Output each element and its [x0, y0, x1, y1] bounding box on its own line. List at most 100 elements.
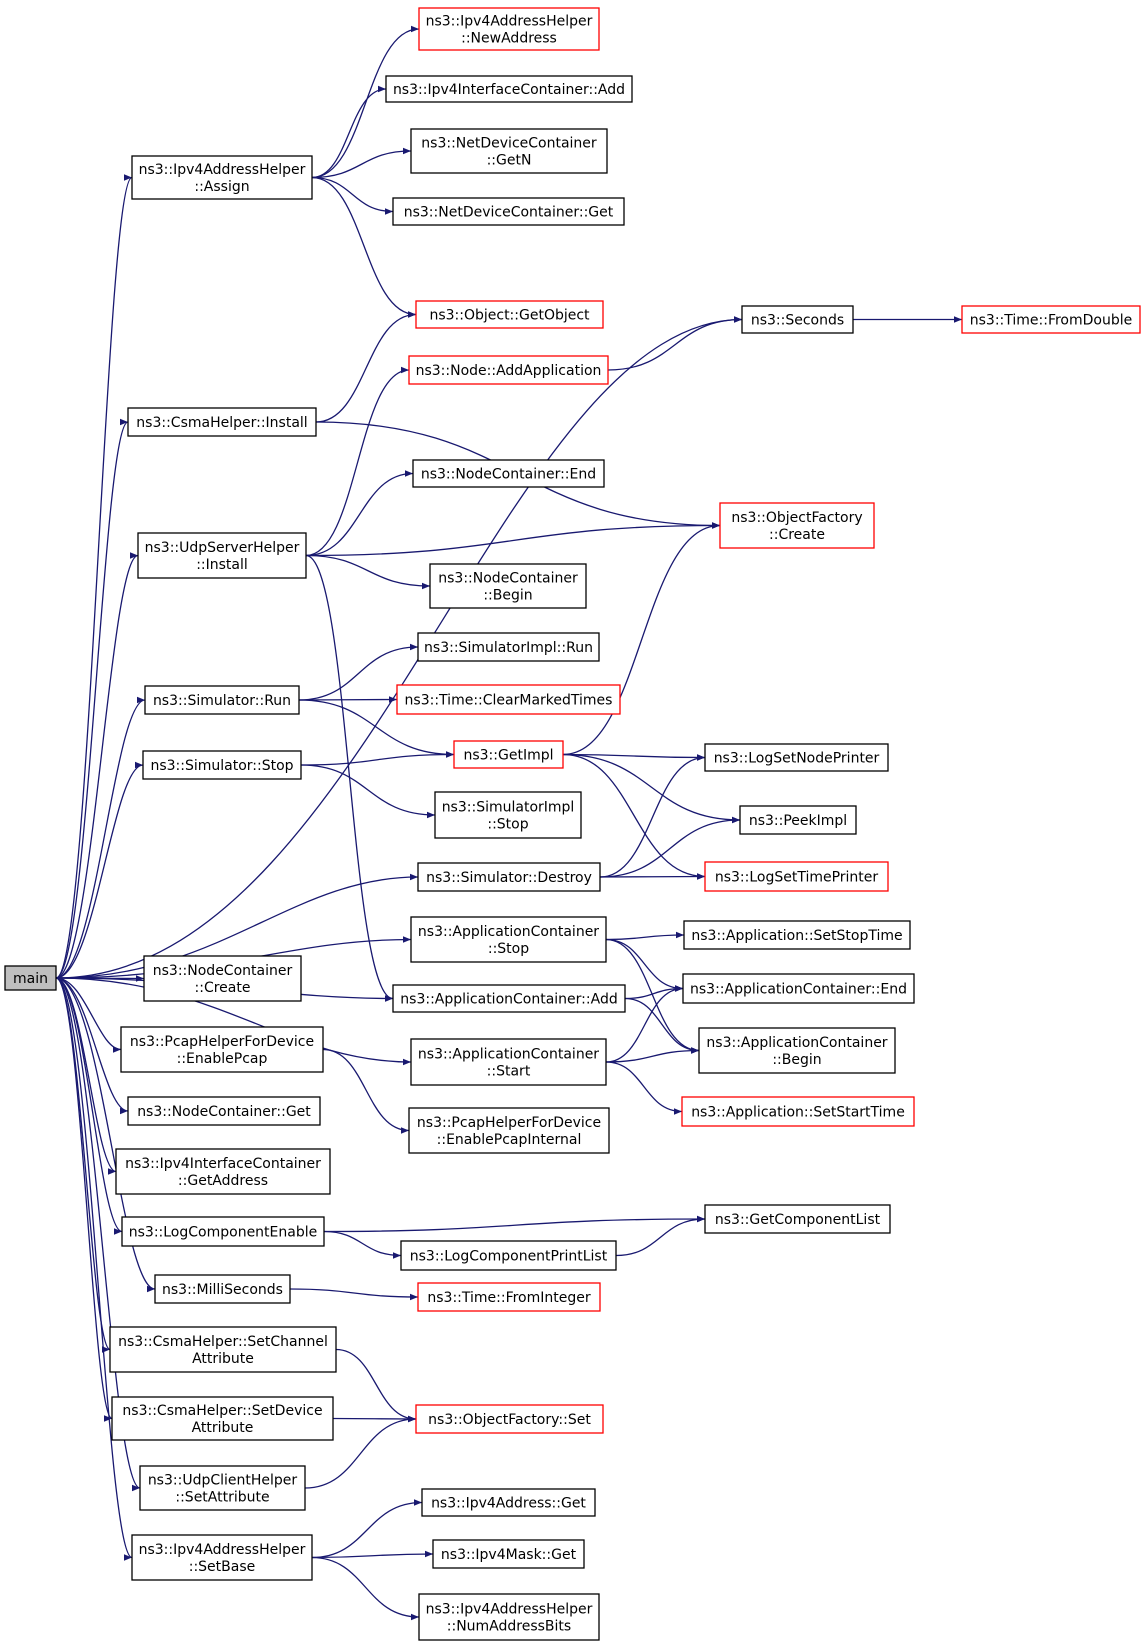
node-sim_destroy[interactable]: ns3::Simulator::Destroy — [417, 862, 601, 892]
node-box-logcomponentprintlist — [400, 1240, 617, 1271]
node-seconds[interactable]: ns3::Seconds — [741, 305, 854, 334]
node-ipv4address_get[interactable]: ns3::Ipv4Address::Get — [421, 1488, 596, 1517]
edge-main-to-milliseconds — [55, 977, 156, 1293]
edge-main-to-sim_stop — [55, 761, 144, 979]
edge-appc_stop-to-appc_begin — [605, 938, 700, 1054]
edge-ipv4ah_assign-to-ipv4ah_newaddress — [311, 25, 420, 179]
node-label-pcap_enable-1: ::EnablePcap — [177, 1051, 268, 1067]
node-box-ipv4ic_add — [385, 75, 633, 103]
node-box-nc_end — [412, 459, 605, 488]
node-label-getimpl-0: ns3::GetImpl — [463, 748, 553, 764]
node-ndc_getn[interactable]: ns3::NetDeviceContainer::GetN — [410, 128, 608, 174]
node-nc_get[interactable]: ns3::NodeContainer::Get — [127, 1096, 321, 1126]
node-logsettimeprinter[interactable]: ns3::LogSetTimePrinter — [704, 861, 889, 892]
node-node_addapplication[interactable]: ns3::Node::AddApplication — [408, 355, 609, 385]
node-label-appc_stop-0: ns3::ApplicationContainer — [418, 924, 599, 940]
node-box-ipv4address_get — [421, 1488, 596, 1517]
node-appc_start[interactable]: ns3::ApplicationContainer::Start — [410, 1038, 607, 1086]
node-pcap_internal[interactable]: ns3::PcapHelperForDevice::EnablePcapInte… — [408, 1107, 610, 1154]
node-label-ipv4ah_setbase-0: ns3::Ipv4AddressHelper — [139, 1542, 306, 1558]
node-sim_stop[interactable]: ns3::Simulator::Stop — [142, 750, 302, 780]
node-time_clearmarked[interactable]: ns3::Time::ClearMarkedTimes — [396, 684, 621, 715]
node-milliseconds[interactable]: ns3::MilliSeconds — [154, 1274, 291, 1304]
node-box-logsetnodeprinter — [704, 743, 889, 772]
edge-sim_stop-to-simimpl_stop — [300, 764, 436, 819]
node-label-appc_stop-1: ::Stop — [488, 941, 529, 957]
node-nc_end[interactable]: ns3::NodeContainer::End — [412, 459, 605, 488]
node-box-milliseconds — [154, 1274, 291, 1304]
node-nc_create[interactable]: ns3::NodeContainer::Create — [143, 955, 302, 1002]
node-appc_end[interactable]: ns3::ApplicationContainer::End — [682, 973, 915, 1004]
node-label-getcomponentlist-0: ns3::GetComponentList — [715, 1212, 881, 1228]
edge-ipv4ah_setbase-to-ipv4mask_get — [311, 1550, 434, 1559]
node-appc_add[interactable]: ns3::ApplicationContainer::Add — [392, 984, 626, 1013]
node-ndc_get[interactable]: ns3::NetDeviceContainer::Get — [392, 197, 625, 226]
edge-main-to-udpserver_install — [55, 552, 139, 979]
node-box-ipv4ah_numaddrbits — [418, 1593, 600, 1641]
node-simimpl_stop[interactable]: ns3::SimulatorImpl::Stop — [434, 791, 582, 839]
node-box-sim_destroy — [417, 862, 601, 892]
edge-udpserver_install-to-objfactory_create — [305, 522, 721, 557]
edge-pcap_enable-to-pcap_internal — [322, 1048, 410, 1134]
edge-sim_destroy-to-logsetnodeprinter — [599, 754, 706, 878]
node-ipv4ah_numaddrbits[interactable]: ns3::Ipv4AddressHelper::NumAddressBits — [418, 1593, 600, 1641]
node-app_setstoptime[interactable]: ns3::Application::SetStopTime — [683, 920, 911, 950]
node-logsetnodeprinter[interactable]: ns3::LogSetNodePrinter — [704, 743, 889, 772]
node-time_frominteger[interactable]: ns3::Time::FromInteger — [417, 1282, 601, 1312]
edge-ipv4ah_assign-to-ipv4ic_add — [311, 85, 387, 179]
node-label-logsettimeprinter-0: ns3::LogSetTimePrinter — [715, 870, 879, 886]
node-box-getimpl — [453, 740, 564, 769]
node-nc_begin[interactable]: ns3::NodeContainer::Begin — [429, 563, 587, 609]
edge-main-to-sim_destroy — [55, 873, 419, 979]
node-ipv4ah_newaddress[interactable]: ns3::Ipv4AddressHelper::NewAddress — [418, 7, 600, 51]
edge-sim_run-to-getimpl — [298, 699, 455, 758]
node-udpclient_setattr[interactable]: ns3::UdpClientHelper::SetAttribute — [139, 1465, 306, 1511]
node-box-csma_install — [127, 407, 317, 437]
node-label-ndc_get-0: ns3::NetDeviceContainer::Get — [404, 205, 614, 221]
node-ipv4ah_setbase[interactable]: ns3::Ipv4AddressHelper::SetBase — [131, 1534, 313, 1581]
node-objfactory_set[interactable]: ns3::ObjectFactory::Set — [415, 1404, 604, 1434]
node-sim_run[interactable]: ns3::Simulator::Run — [144, 685, 300, 715]
node-object_getobject[interactable]: ns3::Object::GetObject — [415, 300, 604, 329]
node-label-ipv4ic_add-0: ns3::Ipv4InterfaceContainer::Add — [393, 82, 625, 98]
node-box-ipv4ah_assign — [131, 155, 313, 200]
node-box-main — [4, 965, 57, 991]
node-label-csma_setchannelattr-1: Attribute — [192, 1351, 254, 1367]
node-app_setstarttime[interactable]: ns3::Application::SetStartTime — [681, 1096, 915, 1127]
node-time_fromdouble[interactable]: ns3::Time::FromDouble — [961, 305, 1141, 334]
node-label-logsetnodeprinter-0: ns3::LogSetNodePrinter — [714, 751, 880, 767]
node-label-ipv4address_get-0: ns3::Ipv4Address::Get — [431, 1496, 586, 1512]
node-appc_begin[interactable]: ns3::ApplicationContainer::Begin — [698, 1027, 896, 1074]
node-objfactory_create[interactable]: ns3::ObjectFactory::Create — [719, 502, 875, 549]
node-udpserver_install[interactable]: ns3::UdpServerHelper::Install — [137, 532, 307, 579]
edge-sim_run-to-simimpl_run — [298, 643, 419, 701]
node-pcap_enable[interactable]: ns3::PcapHelperForDevice::EnablePcap — [120, 1026, 324, 1073]
node-box-time_frominteger — [417, 1282, 601, 1312]
node-simimpl_run[interactable]: ns3::SimulatorImpl::Run — [417, 632, 600, 662]
node-logcomponentenable[interactable]: ns3::LogComponentEnable — [121, 1216, 325, 1247]
node-box-udpclient_setattr — [139, 1465, 306, 1511]
node-csma_install[interactable]: ns3::CsmaHelper::Install — [127, 407, 317, 437]
node-label-nc_begin-1: ::Begin — [483, 588, 532, 604]
edge-main-to-csma_install — [55, 418, 129, 979]
node-peekimpl[interactable]: ns3::PeekImpl — [739, 805, 857, 835]
node-label-udpclient_setattr-1: ::SetAttribute — [175, 1490, 269, 1506]
node-ipv4ic_getaddress[interactable]: ns3::Ipv4InterfaceContainer::GetAddress — [115, 1148, 331, 1195]
node-ipv4mask_get[interactable]: ns3::Ipv4Mask::Get — [432, 1539, 585, 1569]
node-getcomponentlist[interactable]: ns3::GetComponentList — [704, 1204, 891, 1234]
node-ipv4ic_add[interactable]: ns3::Ipv4InterfaceContainer::Add — [385, 75, 633, 103]
edge-getimpl-to-peekimpl — [562, 753, 741, 824]
node-logcomponentprintlist[interactable]: ns3::LogComponentPrintList — [400, 1240, 617, 1271]
node-box-pcap_enable — [120, 1026, 324, 1073]
node-label-node_addapplication-0: ns3::Node::AddApplication — [416, 363, 602, 379]
node-ipv4ah_assign[interactable]: ns3::Ipv4AddressHelper::Assign — [131, 155, 313, 200]
node-box-ndc_getn — [410, 128, 608, 174]
node-getimpl[interactable]: ns3::GetImpl — [453, 740, 564, 769]
edge-appc_stop-to-appc_end — [605, 938, 684, 992]
node-label-time_clearmarked-0: ns3::Time::ClearMarkedTimes — [405, 693, 613, 709]
node-appc_stop[interactable]: ns3::ApplicationContainer::Stop — [410, 916, 607, 963]
edge-appc_start-to-appc_begin — [605, 1047, 700, 1063]
node-label-udpserver_install-0: ns3::UdpServerHelper — [145, 540, 300, 556]
